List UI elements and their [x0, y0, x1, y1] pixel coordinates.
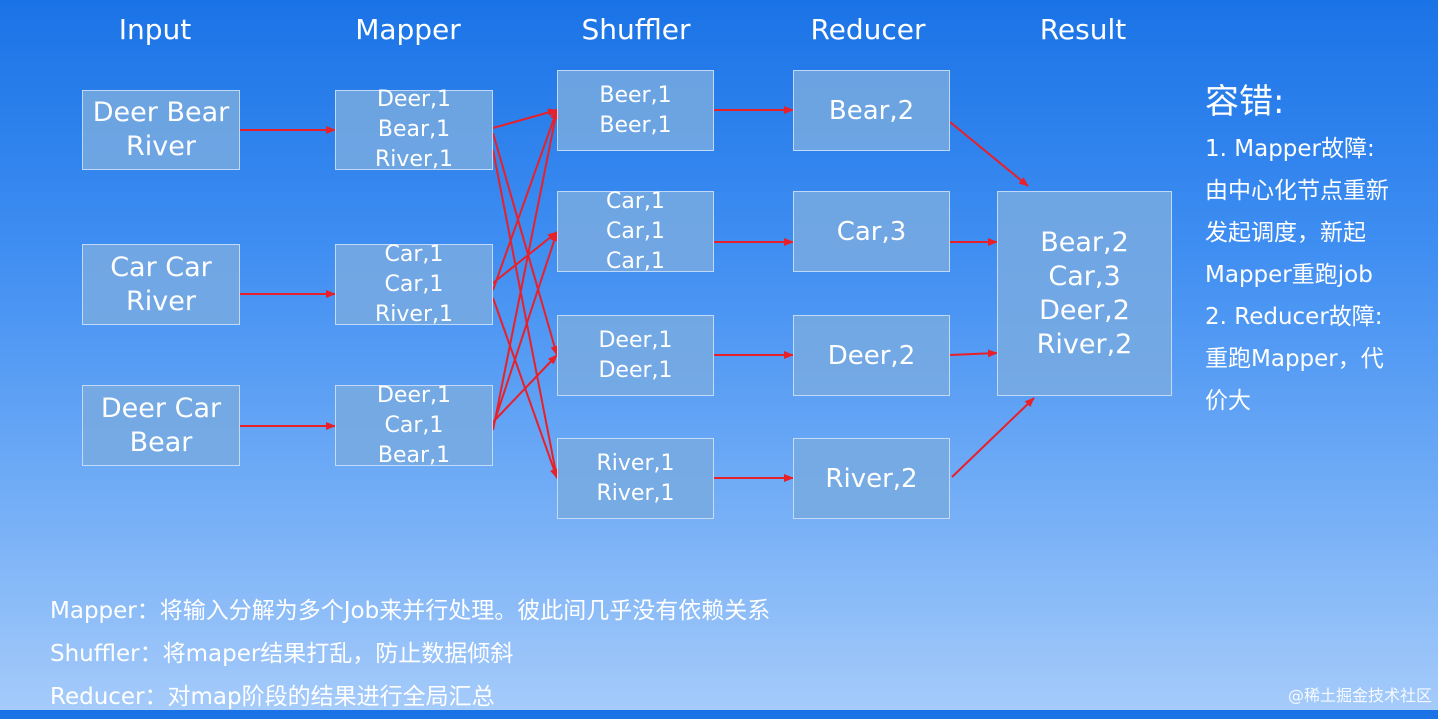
- reducer-box-4: River,2: [793, 438, 950, 519]
- fault-tolerance-line: 由中心化节点重新: [1205, 178, 1389, 204]
- column-title-mapper: Mapper: [355, 13, 461, 46]
- result-line: Car,3: [1048, 260, 1121, 292]
- fault-tolerance-line: 重跑Mapper，代: [1205, 346, 1384, 372]
- notes: Mapper：将输入分解为多个Job来并行处理。彼此间几乎没有依赖关系 Shuf…: [50, 590, 770, 719]
- input-line: River: [126, 131, 196, 162]
- mapper-line: Bear,1: [377, 117, 451, 142]
- result-line: River,2: [1036, 328, 1133, 360]
- flow-arrow: [492, 354, 558, 423]
- mapper-line: Deer,1: [376, 382, 452, 408]
- shuffler-box-1: Beer,1 Beer,1: [557, 70, 714, 151]
- flow-arrow: [492, 231, 558, 284]
- mapper-box-2: Car,1 Car,1 River,1: [335, 242, 493, 327]
- mapper-box-3: Deer,1 Car,1 Bear,1: [335, 383, 493, 468]
- flow-arrow: [949, 349, 998, 358]
- flow-arrow: [492, 132, 559, 356]
- note-reducer: Reducer：对map阶段的结果进行全局汇总: [50, 684, 495, 710]
- shuffler-line: Car,1: [606, 218, 665, 244]
- note-mapper: Mapper：将输入分解为多个Job来并行处理。彼此间几乎没有依赖关系: [50, 598, 771, 624]
- shuffler-box-4: River,1 River,1: [557, 438, 714, 519]
- fault-tolerance-line: 2. Reducer故障:: [1205, 304, 1383, 330]
- mapper-line: River,1: [375, 301, 453, 327]
- input-box-2: Car Car River: [82, 244, 240, 325]
- input-line: Deer Car: [100, 392, 222, 424]
- fault-tolerance-line: 1. Mapper故障:: [1205, 136, 1375, 162]
- watermark: @稀土掘金技术社区: [1287, 686, 1432, 705]
- reducer-box-3: Deer,2: [793, 315, 950, 396]
- fault-tolerance-line: Mapper重跑job: [1205, 262, 1373, 288]
- fault-tolerance-title: 容错:: [1205, 82, 1285, 122]
- shuffler-line: Deer,1: [598, 357, 673, 383]
- mapper-line: Car,1: [384, 241, 444, 267]
- reducer-box-2: Car,3: [793, 191, 950, 272]
- mapper-line: River,1: [375, 147, 453, 172]
- shuffler-line: Beer,1: [599, 112, 672, 138]
- shuffler-line: Car,1: [606, 188, 665, 214]
- input-box-3: Deer Car Bear: [82, 385, 240, 466]
- flow-arrow: [949, 121, 1029, 187]
- mapper-line: Bear,1: [377, 442, 451, 468]
- mapper-box-1: Deer,1 Bear,1 River,1: [335, 87, 493, 172]
- flow-arrow: [492, 109, 558, 291]
- reducer-box-1: Bear,2: [793, 70, 950, 151]
- input-box-1: Deer Bear River: [82, 90, 240, 170]
- fault-tolerance-text: 1. Mapper故障: 由中心化节点重新 发起调度，新起 Mapper重跑jo…: [1205, 128, 1430, 422]
- result-line: Deer,2: [1039, 294, 1130, 326]
- flow-arrow: [492, 109, 560, 431]
- flow-arrow: [492, 149, 560, 479]
- mapper-line: Deer,1: [376, 87, 452, 112]
- shuffler-line: Car,1: [606, 248, 665, 274]
- shuffler-line: River,1: [596, 450, 675, 476]
- shuffler-line: River,1: [596, 480, 675, 506]
- shuffler-box-2: Car,1 Car,1 Car,1: [557, 189, 714, 274]
- shuffler-line: Deer,1: [598, 327, 673, 353]
- input-line: River: [126, 285, 196, 317]
- flow-arrow: [492, 108, 558, 129]
- result-line: Bear,2: [1040, 226, 1129, 258]
- fault-tolerance-line: 发起调度，新起: [1205, 220, 1366, 246]
- result-box: Bear,2 Car,3 Deer,2 River,2: [997, 191, 1172, 396]
- mapper-line: Car,1: [384, 271, 444, 297]
- column-title-shuffler: Shuffler: [581, 13, 691, 46]
- input-line: Deer Bear: [92, 97, 230, 128]
- mapper-line: Car,1: [384, 412, 444, 438]
- flow-arrow: [951, 397, 1035, 478]
- note-shuffler: Shuffler：将maper结果打乱，防止数据倾斜: [50, 641, 514, 667]
- flow-arrow: [492, 231, 558, 427]
- input-line: Bear: [129, 426, 193, 458]
- column-title-result: Result: [1039, 13, 1127, 46]
- fault-tolerance-line: 价大: [1205, 388, 1251, 414]
- shuffler-line: Beer,1: [599, 82, 672, 108]
- input-line: Car Car: [110, 251, 212, 283]
- column-title-reducer: Reducer: [810, 13, 926, 46]
- shuffler-box-3: Deer,1 Deer,1: [557, 315, 714, 396]
- column-title-input: Input: [118, 13, 192, 46]
